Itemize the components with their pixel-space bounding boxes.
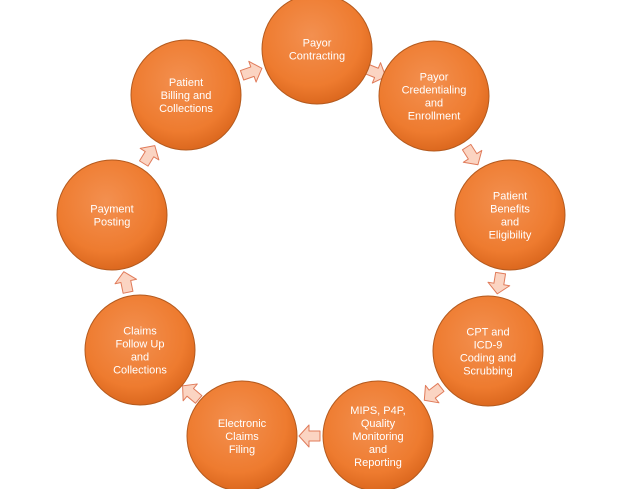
step-circle (454, 159, 566, 271)
step-label-line: Payor (420, 72, 449, 84)
step-circle (261, 0, 373, 105)
step-label-line: Follow Up (116, 339, 165, 351)
step-label-line: and (425, 98, 443, 110)
arrow-shape (298, 424, 321, 448)
arrow-shape (114, 271, 138, 294)
arrow-shape (182, 383, 203, 404)
step-circle (130, 39, 242, 151)
arrow-patient-benefits-and-eligibility-to-cpt-and-icd-9-coding-and-scrubbing (487, 271, 511, 295)
step-label-line: Eligibility (489, 230, 532, 242)
arrow-shape (239, 60, 263, 83)
step-label-line: ICD-9 (474, 340, 503, 352)
step-label-line: Patient (169, 77, 203, 89)
step-circle (84, 294, 196, 406)
step-label-line: Scrubbing (463, 366, 513, 378)
step-label-line: Patient (493, 191, 527, 203)
step-circle (322, 380, 434, 489)
arrow-mips-p4p-quality-monitoring-and-reporting-to-electronic-claims-filing (298, 424, 321, 448)
arrow-patient-billing-and-collections-to-payor-contracting (239, 60, 263, 83)
step-label-line: Posting (94, 217, 131, 229)
arrow-claims-follow-up-and-collections-to-payment-posting (114, 271, 138, 294)
step-label-line: Benefits (490, 204, 530, 216)
arrow-shape (423, 382, 445, 404)
step-label-line: MIPS, P4P, (350, 405, 405, 417)
step-label-line: Contracting (289, 51, 345, 63)
step-label-line: Filing (229, 444, 255, 456)
step-label-line: Credentialing (402, 85, 467, 97)
arrow-shape (461, 143, 483, 166)
step-label-line: Claims (123, 326, 157, 338)
arrow-payment-posting-to-patient-billing-and-collections (138, 145, 160, 167)
step-label-line: Coding and (460, 353, 516, 365)
step-label-line: Quality (361, 418, 396, 430)
step-label-line: Billing and (161, 90, 212, 102)
step-circle (186, 380, 298, 489)
step-label-line: Monitoring (352, 431, 403, 443)
arrow-shape (138, 145, 160, 167)
arrow-shape (487, 271, 511, 295)
arrows-layer (114, 60, 511, 448)
step-circle (378, 40, 490, 152)
step-label-line: CPT and (466, 327, 509, 339)
step-label-line: Payor (303, 38, 332, 50)
step-label-line: and (131, 352, 149, 364)
step-label-line: Electronic (218, 418, 267, 430)
step-circle (432, 295, 544, 407)
step-label-line: Collections (159, 103, 213, 115)
arrow-payor-credentialing-and-enrollment-to-patient-benefits-and-eligibility (461, 143, 483, 166)
step-label-line: Enrollment (408, 111, 461, 123)
arrow-electronic-claims-filing-to-claims-follow-up-and-collections (182, 383, 203, 404)
step-label-line: Claims (225, 431, 259, 443)
step-label-line: Payment (90, 204, 133, 216)
step-label-line: and (369, 444, 387, 456)
arrow-cpt-and-icd-9-coding-and-scrubbing-to-mips-p4p-quality-monitoring-and-reporting (423, 382, 445, 404)
step-circle (56, 159, 168, 271)
step-label-line: Collections (113, 365, 167, 377)
step-label-line: and (501, 217, 519, 229)
step-label-line: Reporting (354, 457, 402, 469)
